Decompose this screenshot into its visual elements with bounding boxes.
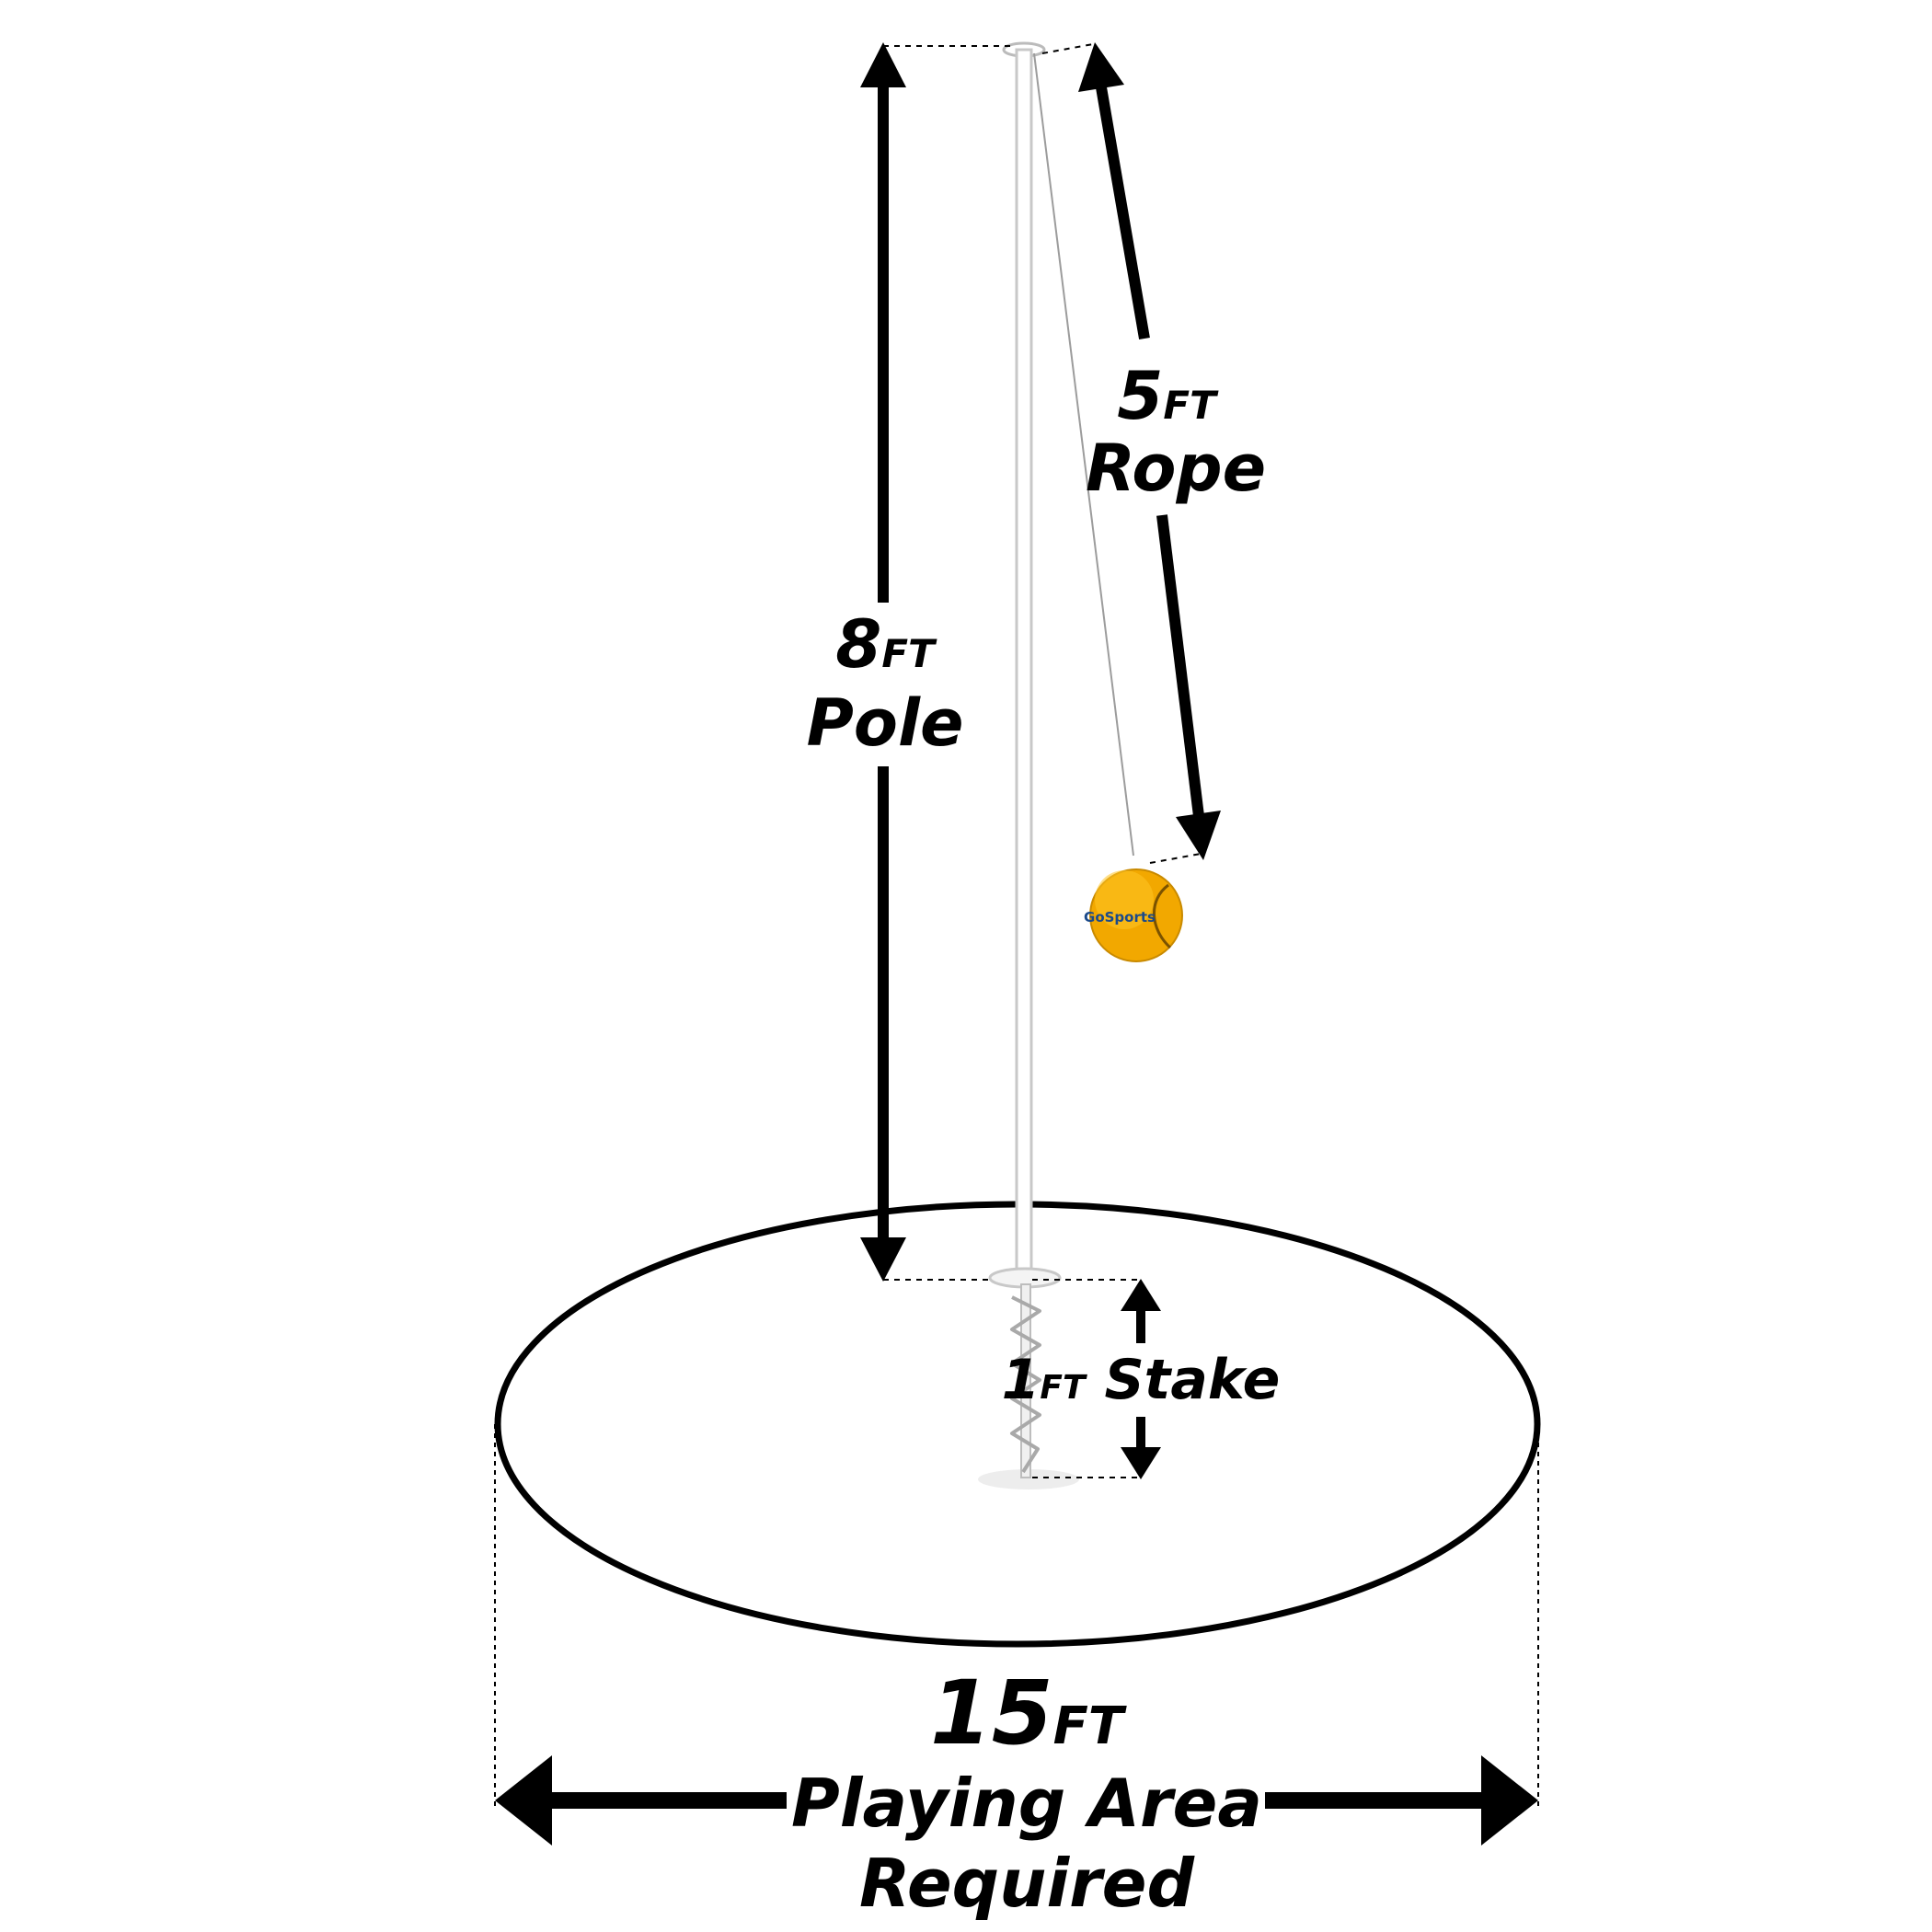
tetherball-pole-icon bbox=[988, 41, 1062, 1289]
playing-area-value: 15 bbox=[930, 1662, 1053, 1765]
pole-label: Pole bbox=[807, 685, 964, 761]
stake-label: Stake bbox=[1104, 1348, 1280, 1412]
rope-value: 5 bbox=[1117, 357, 1163, 434]
pole-unit: FT bbox=[881, 631, 937, 676]
stake-dimension-label: 1FT Stake bbox=[1002, 1348, 1281, 1412]
rope-dimension bbox=[1041, 42, 1221, 864]
playing-area-label-line2: Required bbox=[859, 1845, 1196, 1922]
pole-dimension-label: 8FT bbox=[835, 605, 937, 683]
stake-value: 1 bbox=[1002, 1348, 1041, 1412]
tetherball-icon: GoSports bbox=[1084, 868, 1183, 962]
rope-unit: FT bbox=[1163, 383, 1219, 428]
double-arrow-icon bbox=[495, 1755, 1538, 1846]
rope-label: Rope bbox=[1086, 431, 1266, 506]
playing-area-unit: FT bbox=[1053, 1696, 1127, 1756]
pole-value: 8 bbox=[835, 605, 881, 683]
rope-dimension-label: 5FT bbox=[1117, 357, 1219, 434]
ball-logo-text: GoSports bbox=[1084, 909, 1156, 926]
pole-dimension bbox=[860, 42, 1012, 1282]
playing-area-label-line1: Playing Area bbox=[791, 1765, 1262, 1842]
rope bbox=[1033, 52, 1134, 857]
stake-dimension bbox=[1032, 1279, 1161, 1479]
stake-unit: FT bbox=[1040, 1369, 1087, 1407]
ground-stake-icon bbox=[978, 1283, 1079, 1489]
playing-area-dimension-label: 15FT bbox=[930, 1662, 1127, 1765]
